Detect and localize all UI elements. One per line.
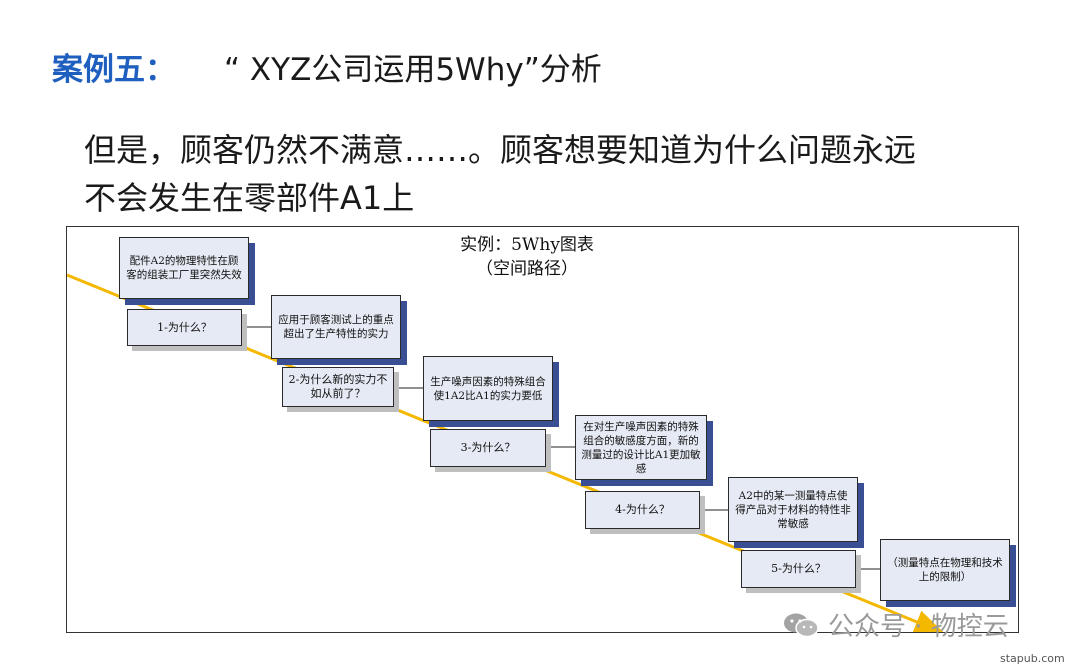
connectors [242, 326, 881, 570]
diagram-title: 实例：5Why图表 （空间路径） [397, 233, 657, 281]
wechat-icon [784, 613, 819, 637]
fact-box-4: 在对生产噪声因素的特殊组合的敏感度方面，新的测量过的设计比A1更加敏感 [575, 415, 707, 480]
diagram-title-line-2: （空间路径） [476, 259, 578, 279]
subtitle-line-2: 不会发生在零部件A1上 [84, 179, 415, 217]
fact-box-6: （测量特点在物理和技术上的限制） [880, 539, 1010, 601]
why-box-1: 1-为什么？ [127, 309, 242, 346]
5why-diagram: 实例：5Why图表 （空间路径） 配件A2的物理特性在顾客的组装工厂里突然失效 … [66, 226, 1019, 633]
diagram-title-line-1: 实例：5Why图表 [460, 235, 594, 255]
fact-box-2: 应用于顾客测试上的重点超出了生产特性的实力 [271, 295, 401, 359]
why-box-2: 2-为什么新的实力不如从前了？ [282, 367, 394, 407]
fact-box-1: 配件A2的物理特性在顾客的组装工厂里突然失效 [119, 237, 249, 299]
subtitle-line-1: 但是，顾客仍然不满意……。顾客想要知道为什么问题永远 [84, 131, 917, 169]
site-label: stapub.com [1000, 652, 1065, 665]
why-box-4: 4-为什么？ [585, 491, 700, 529]
case-label: 案例五： [52, 52, 176, 88]
case-title: “ XYZ公司运用5Why”分析 [224, 52, 602, 88]
why-box-3: 3-为什么？ [430, 429, 546, 467]
watermark: 公众号 · 物控云 [782, 606, 1009, 643]
slide-title: 案例五： “ XYZ公司运用5Why”分析 [52, 44, 602, 89]
why-box-5: 5-为什么？ [741, 550, 856, 588]
watermark-text: 公众号 · 物控云 [828, 612, 1009, 642]
subtitle: 但是，顾客仍然不满意……。顾客想要知道为什么问题永远 不会发生在零部件A1上 [84, 126, 916, 222]
fact-box-3: 生产噪声因素的特殊组合使1A2比A1的实力要低 [423, 356, 553, 421]
fact-box-5: A2中的某一测量特点使得产品对于材料的特性非常敏感 [728, 477, 858, 542]
